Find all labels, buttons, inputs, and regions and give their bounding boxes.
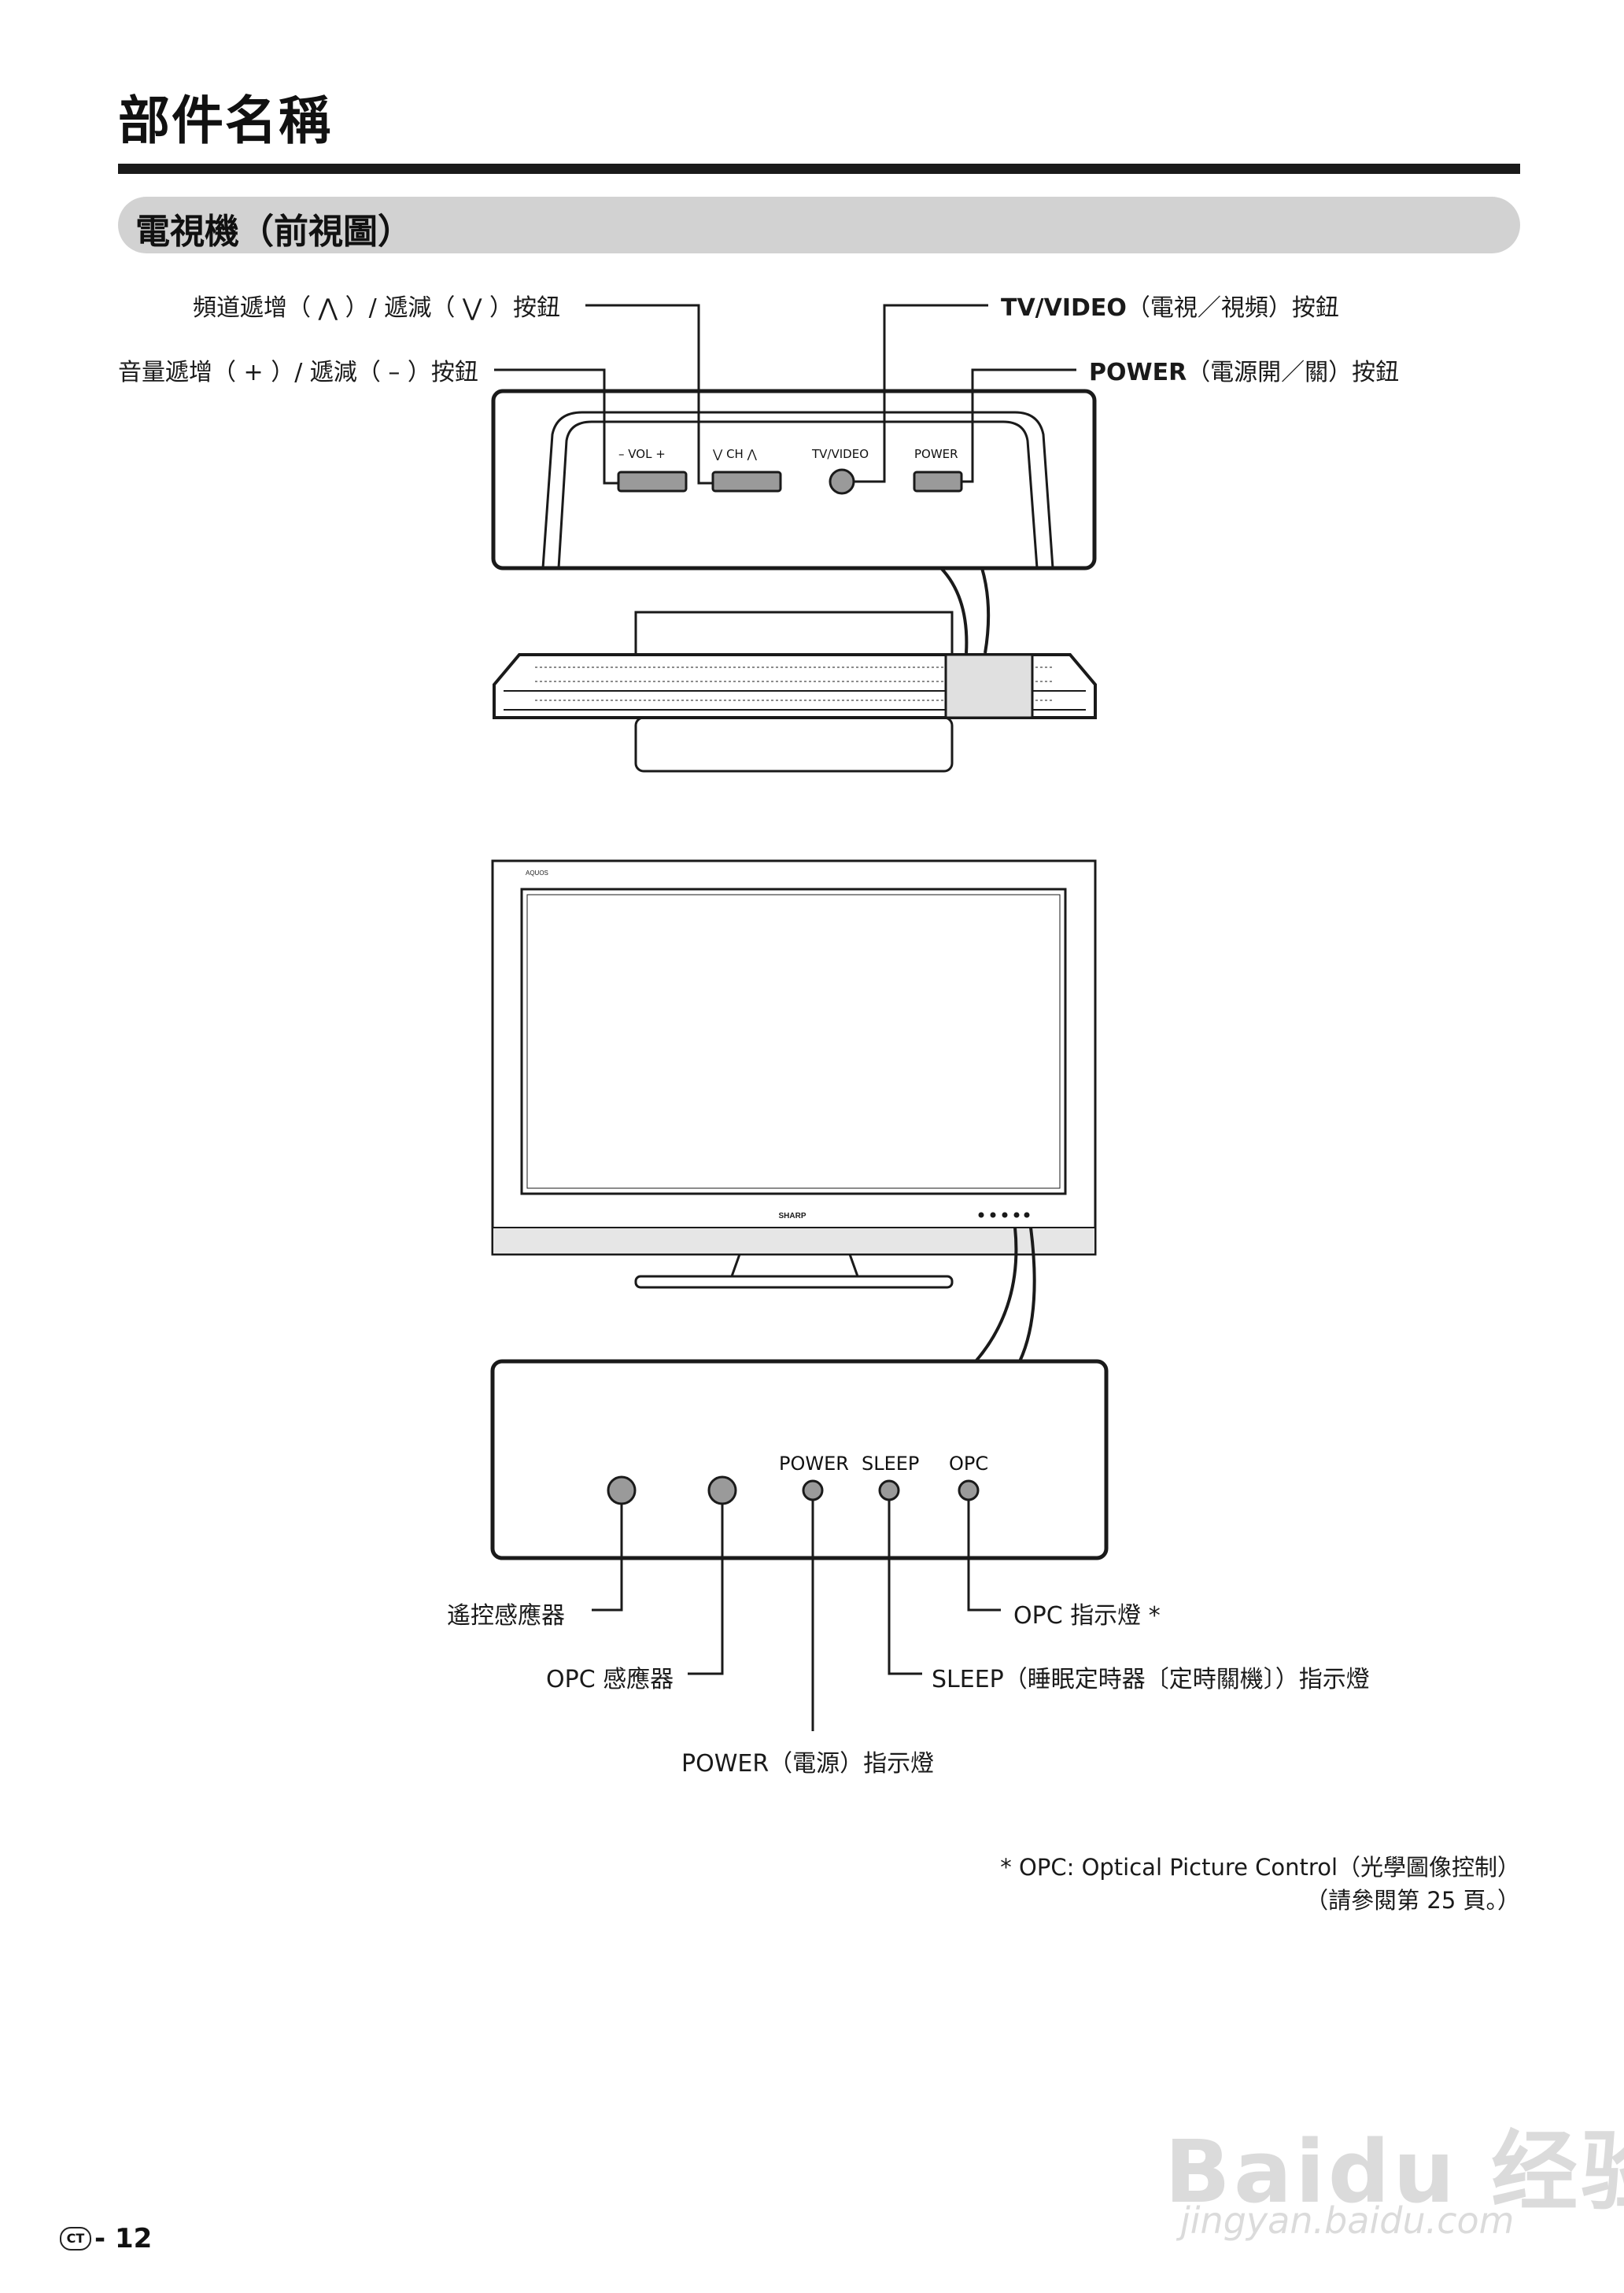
page-title: 部件名稱 xyxy=(118,90,332,151)
leader-opc-sensor xyxy=(688,1504,724,1675)
label-power: POWER（電源開／關）按鈕 xyxy=(1089,353,1399,387)
tv-screen xyxy=(520,888,1067,1195)
footnote-line1: * OPC: Optical Picture Control（光學圖像控制） xyxy=(1000,1854,1520,1881)
section-title: 電視機（前視圖） xyxy=(135,212,412,252)
tvvideo-label: TV/VIDEO xyxy=(812,447,869,461)
tv-top-view xyxy=(493,653,1097,719)
tv-front-frame xyxy=(491,859,1097,1256)
tv-brand: SHARP xyxy=(778,1212,806,1220)
ch-label: ⋁ CH ⋀ xyxy=(713,447,757,461)
label-tvvideo-rest: （電視／視頻）按鈕 xyxy=(1126,294,1339,322)
leader-volume xyxy=(494,368,618,485)
remote-sensor-dot xyxy=(607,1475,637,1505)
label-power-indicator: POWER（電源）指示燈 xyxy=(681,1750,935,1778)
sleep-indicator-dot xyxy=(878,1479,900,1501)
leader-power xyxy=(961,368,1076,483)
label-power-rest: （電源開／關）按鈕 xyxy=(1187,359,1400,386)
footnote-line2: （請參閱第 25 頁。） xyxy=(1305,1887,1520,1914)
tv-model: AQUOS xyxy=(526,870,548,877)
watermark-logo: Baidu 经验 xyxy=(1164,2121,1624,2222)
tvvideo-button xyxy=(829,468,855,495)
power-indicator-dot xyxy=(802,1479,824,1501)
leader-channel xyxy=(585,304,713,485)
title-rule xyxy=(118,164,1520,174)
label-channel: 頻道遞增（ ⋀ ）/ 遞減（ ⋁ ）按鈕 xyxy=(193,294,561,322)
power-label: POWER xyxy=(914,447,958,461)
label-power-bold: POWER xyxy=(1089,359,1187,386)
label-tvvideo: TV/VIDEO（電視／視頻）按鈕 xyxy=(1001,288,1339,323)
label-remote-sensor: 遙控感應器 xyxy=(447,1602,565,1630)
vol-label: – VOL + xyxy=(618,447,666,461)
vol-button xyxy=(617,471,688,493)
label-volume: 音量遞增（ + ）/ 遞減（ – ）按鈕 xyxy=(118,359,478,386)
leader-remote xyxy=(592,1504,623,1612)
leader-tvvideo xyxy=(854,304,988,483)
label-opc-indicator: OPC 指示燈 * xyxy=(1013,1602,1161,1630)
label-tvvideo-bold: TV/VIDEO xyxy=(1001,294,1127,322)
label-opc-sensor: OPC 感應器 xyxy=(546,1666,674,1693)
leader-opc-ind xyxy=(967,1500,1001,1612)
opc-sensor-dot xyxy=(707,1475,737,1505)
page-number: - 12 xyxy=(94,2223,153,2254)
tv-stand xyxy=(729,1254,860,1278)
ch-button xyxy=(711,471,782,493)
section-bar xyxy=(118,197,1520,253)
indicator-power-label: POWER xyxy=(779,1453,849,1475)
indicator-opc-label: OPC xyxy=(949,1453,989,1475)
control-panel-callout xyxy=(491,389,1097,570)
power-button xyxy=(913,471,963,493)
language-badge: CT xyxy=(60,2227,91,2251)
control-panel-bezel xyxy=(557,420,1039,569)
indicator-sleep-label: SLEEP xyxy=(862,1453,920,1475)
leader-sleep-ind xyxy=(888,1500,922,1675)
label-sleep-indicator: SLEEP（睡眠定時器〔定時關機〕）指示燈 xyxy=(932,1666,1370,1693)
watermark-url: jingyan.baidu.com xyxy=(1180,2199,1515,2242)
indicator-panel-callout xyxy=(490,1359,1109,1560)
opc-indicator-dot xyxy=(958,1479,980,1501)
